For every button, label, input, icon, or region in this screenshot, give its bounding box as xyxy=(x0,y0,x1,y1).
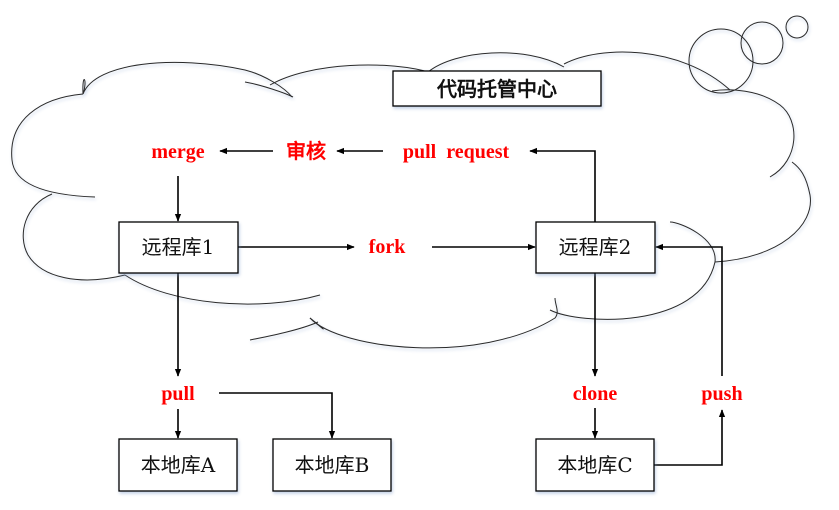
cloud-lobe xyxy=(711,89,795,178)
title-box: 代码托管中心 xyxy=(392,70,602,107)
arrow-pull-to-localB xyxy=(219,392,336,439)
cloud-lobe xyxy=(22,193,126,281)
arrow-localC-to-push xyxy=(654,409,726,466)
action-labels: merge 审核 pull request fork pull clone pu… xyxy=(151,139,742,405)
label-review: 审核 xyxy=(286,139,326,163)
cloud-lobe xyxy=(244,81,294,98)
label-pull: pull xyxy=(161,383,195,405)
node-localA-label: 本地库A xyxy=(141,453,216,477)
cloud-lobe xyxy=(549,221,716,320)
node-localB: 本地库B xyxy=(272,438,392,492)
cloud-lobe xyxy=(11,93,96,198)
thought-bubble-medium xyxy=(740,21,784,65)
cloud-lobe xyxy=(563,51,731,91)
title-label: 代码托管中心 xyxy=(436,77,557,101)
label-pull-request: pull request xyxy=(403,141,510,163)
cloud-lobe xyxy=(309,317,324,330)
cloud-lobe xyxy=(82,61,293,98)
thought-bubble-large xyxy=(688,28,754,94)
label-fork: fork xyxy=(369,236,407,258)
cloud-shape xyxy=(11,15,811,349)
label-merge: merge xyxy=(151,141,204,163)
node-localC: 本地库C xyxy=(535,438,655,492)
node-localA: 本地库A xyxy=(118,438,238,492)
cloud-lobe xyxy=(124,274,321,305)
arrow-remote2-to-pull-request xyxy=(529,147,596,222)
node-localB-label: 本地库B xyxy=(295,453,370,477)
node-remote2: 远程库2 xyxy=(535,221,656,274)
arrow-push-to-remote2 xyxy=(655,243,723,376)
node-remote2-label: 远程库2 xyxy=(559,235,632,259)
cloud-lobe xyxy=(309,297,558,349)
label-push: push xyxy=(701,383,742,405)
cloud-lobe xyxy=(269,64,433,86)
thought-bubble-small xyxy=(785,15,809,39)
cloud-lobe xyxy=(82,79,86,95)
cloud-lobe xyxy=(427,52,565,73)
arrows xyxy=(174,147,726,466)
cloud-lobe xyxy=(249,321,319,341)
node-localC-label: 本地库C xyxy=(557,453,632,477)
cloud-lobe xyxy=(714,161,811,263)
node-remote1-label: 远程库1 xyxy=(142,235,215,259)
node-remote1: 远程库1 xyxy=(118,221,239,274)
label-clone: clone xyxy=(573,383,618,405)
